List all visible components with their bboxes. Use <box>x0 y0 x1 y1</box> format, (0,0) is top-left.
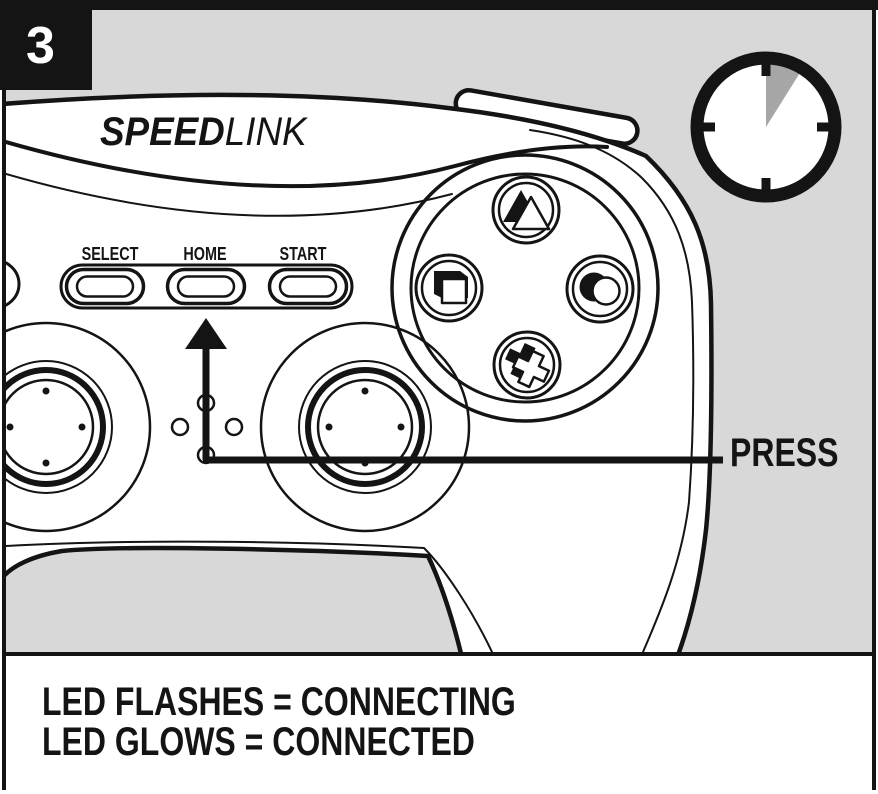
left-edge-clipped-button <box>6 261 21 307</box>
face-crease-thick <box>6 140 609 189</box>
triangle-button-icon <box>503 190 551 231</box>
triangle-button <box>491 175 561 245</box>
dpad-dots <box>6 387 86 467</box>
brand-logo-light: LINK <box>224 110 307 154</box>
select-button-pill <box>64 267 146 306</box>
brand-logo: SPEEDLINK <box>100 110 307 155</box>
step-number-badge: 3 <box>0 0 92 90</box>
face-crease-thin <box>6 173 453 217</box>
controller-body <box>6 92 714 652</box>
home-button-label: HOME <box>183 244 227 264</box>
system-button-row <box>59 263 354 310</box>
caption-strip: LED FLASHES = CONNECTING LED GLOWS = CON… <box>6 652 872 790</box>
step-number: 3 <box>26 17 55 75</box>
start-button-pill <box>267 267 349 306</box>
caption-line-connecting: LED FLASHES = CONNECTING <box>42 680 516 724</box>
face-button-cluster <box>390 153 660 423</box>
clock-wedge <box>766 57 803 127</box>
caption-line-connected: LED GLOWS = CONNECTED <box>42 720 475 764</box>
start-button-label: START <box>279 244 327 264</box>
body-seam-bottom <box>6 540 493 652</box>
select-button-label: SELECT <box>81 244 139 264</box>
press-arrow-icon <box>185 318 723 464</box>
brand-logo-bold: SPEED <box>100 110 225 154</box>
clock-ticks <box>691 52 841 202</box>
circle-button-icon <box>579 272 621 306</box>
clock-icon <box>690 51 842 203</box>
frame-top-bar <box>0 0 878 10</box>
dpad <box>6 321 152 533</box>
cross-button-icon <box>505 343 551 389</box>
home-button-pill <box>165 267 247 306</box>
circle-button <box>565 254 635 324</box>
cross-button <box>492 330 562 400</box>
square-button-icon <box>434 271 468 305</box>
body-seam-right <box>529 129 695 652</box>
analog-stick-dots <box>325 387 405 467</box>
square-button <box>414 253 484 323</box>
analog-stick <box>259 321 471 533</box>
press-annotation-label: PRESS <box>730 431 839 475</box>
controller-illustration <box>6 51 842 652</box>
